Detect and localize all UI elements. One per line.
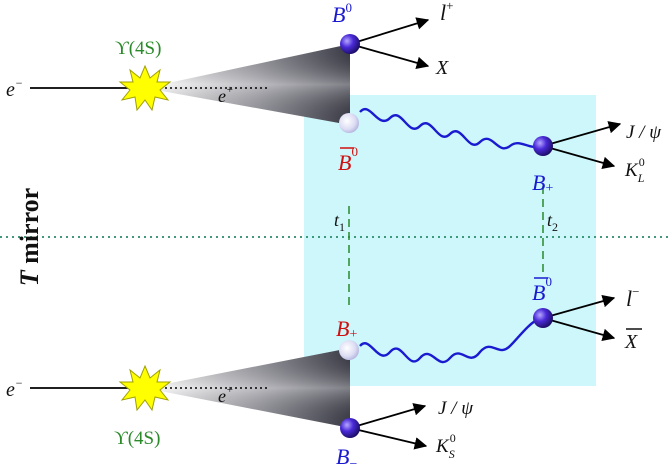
top-jpsi-label: J / ψ [626,122,662,143]
bottom-upsilon-label: ϒ(4S) [114,428,160,449]
t-mirror-label: T mirror [15,188,44,286]
bottom-bminus-to-ks-arrow [350,428,426,446]
top-b0bar-particle [339,113,359,133]
top-collision-star-icon [120,66,170,110]
top-collision-cone [145,44,350,125]
bottom-bminus-label: B− [336,444,357,472]
bottom-lminus-label: l− [626,284,639,311]
top-b0-label: B0 [332,0,352,27]
top-upsilon-label: ϒ(4S) [115,38,161,59]
bottom-collision-star-icon [120,366,170,410]
bottom-bplus-particle [339,340,359,360]
bottom-bminus-particle [340,418,360,438]
top-lplus-label: l+ [440,0,453,25]
top-x-label: X [435,57,449,79]
bottom-e-minus-label: e− [6,376,23,401]
top-b0-to-lplus-arrow [350,20,428,44]
top-b0-particle [340,34,360,54]
bottom-jpsi-label: J / ψ [438,398,474,419]
top-bplus-particle [533,136,553,156]
bottom-bminus-to-jpsi-arrow [350,406,425,428]
bottom-b0bar-particle [533,308,553,328]
bottom-xbar-label: X [624,331,638,353]
top-e-minus-label: e− [6,76,23,101]
top-b0-to-x-arrow [350,44,428,66]
